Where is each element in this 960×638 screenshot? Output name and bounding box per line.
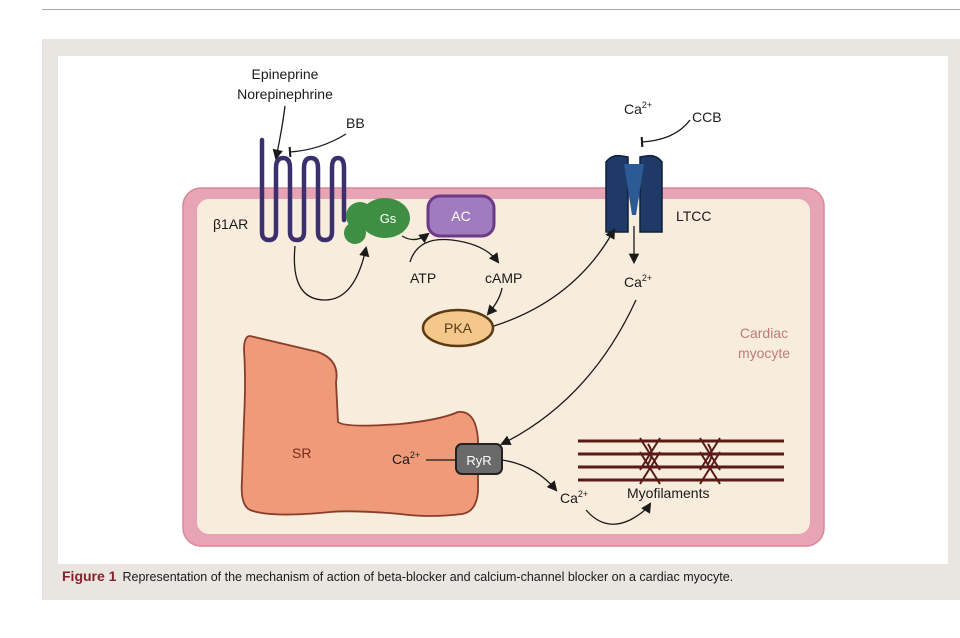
label-norepinephrine: Norepinephrine <box>237 86 333 102</box>
label-ac: AC <box>451 208 470 224</box>
ryr-receptor <box>455 443 503 475</box>
label-epinephrine: Epineprine <box>252 66 319 82</box>
label-atp: ATP <box>410 270 436 286</box>
label-ca-mid: Ca2+ <box>624 273 652 290</box>
label-ca-sr: Ca2+ <box>392 450 420 467</box>
label-camp: cAMP <box>485 270 522 286</box>
label-ccb: CCB <box>692 109 722 125</box>
top-rule <box>42 9 960 10</box>
beta1-receptor <box>259 137 347 243</box>
myofilaments-group <box>578 437 784 485</box>
label-myofilaments: Myofilaments <box>627 485 709 501</box>
figure-caption-text: Representation of the mechanism of actio… <box>122 570 734 584</box>
inhibitor-ccb <box>640 119 691 148</box>
label-ca-mid-sup: 2+ <box>642 273 652 283</box>
arrow-ca-to-ryr <box>500 299 637 445</box>
ltcc-channel <box>605 154 663 233</box>
label-ca-low-sup: 2+ <box>578 489 588 499</box>
arrow-gs-to-ac <box>401 232 430 244</box>
gs-protein <box>344 198 410 244</box>
sarcoplasmic-reticulum <box>240 335 479 517</box>
label-ca-top-sup: 2+ <box>642 100 652 110</box>
label-cell-name-line2: myocyte <box>738 345 790 361</box>
arrow-receptor-to-gs <box>293 245 370 301</box>
arrow-camp-to-pka <box>486 287 503 316</box>
figure-caption: Figure 1 Representation of the mechanism … <box>62 568 942 584</box>
arrow-atp-to-camp <box>409 238 500 264</box>
pka-kinase <box>421 308 495 348</box>
label-pka: PKA <box>444 320 473 336</box>
label-gs: Gs <box>380 211 397 226</box>
label-ltcc: LTCC <box>676 208 712 224</box>
label-cell-name-line1: Cardiac <box>740 325 788 341</box>
arrow-agonist-to-receptor <box>272 105 286 161</box>
label-sr: SR <box>292 445 311 461</box>
ac-enzyme <box>426 194 496 238</box>
label-b1ar: β1AR <box>213 216 248 232</box>
inhibitor-bb <box>288 133 347 158</box>
arrow-ryr-release <box>501 459 558 492</box>
arrow-ca-to-myofilaments <box>585 502 652 525</box>
label-ryr: RyR <box>466 453 491 468</box>
label-bb: BB <box>346 115 365 131</box>
figure-label: Figure 1 <box>62 568 117 584</box>
arrow-pka-to-ltcc <box>493 228 616 327</box>
label-ca-sr-sup: 2+ <box>410 450 420 460</box>
label-ca-top: Ca2+ <box>624 100 652 117</box>
label-ca-low: Ca2+ <box>560 489 588 506</box>
